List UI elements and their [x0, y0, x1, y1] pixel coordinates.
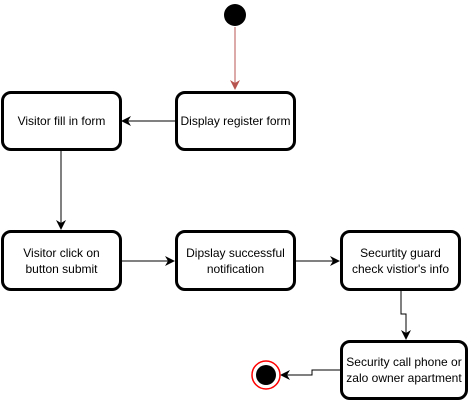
- state-display-register-form: Display register form: [175, 91, 296, 151]
- state-visitor-click-submit: Visitor click on button submit: [1, 230, 122, 291]
- arrow-check-to-call: [400, 291, 411, 340]
- state-label: Display register form: [180, 114, 291, 128]
- state-security-call-phone: Security call phone or zalo owner apartm…: [340, 340, 468, 400]
- state-label: Visitor click on button submit: [23, 245, 100, 276]
- state-label: Visitor fill in form: [17, 114, 106, 128]
- state-display-successful-notification: Dipslay successful notification: [175, 230, 296, 291]
- state-security-guard-check: Securtity guard check vistior's info: [340, 230, 461, 291]
- state-label: Securtity guard check vistior's info: [352, 245, 449, 276]
- state-visitor-fill-form: Visitor fill in form: [1, 91, 122, 151]
- initial-node: [224, 4, 246, 26]
- state-label: Dipslay successful notification: [186, 245, 285, 276]
- arrow-call-to-final: [280, 369, 340, 380]
- final-node: [251, 360, 281, 390]
- state-label: Security call phone or zalo owner apartm…: [346, 355, 462, 385]
